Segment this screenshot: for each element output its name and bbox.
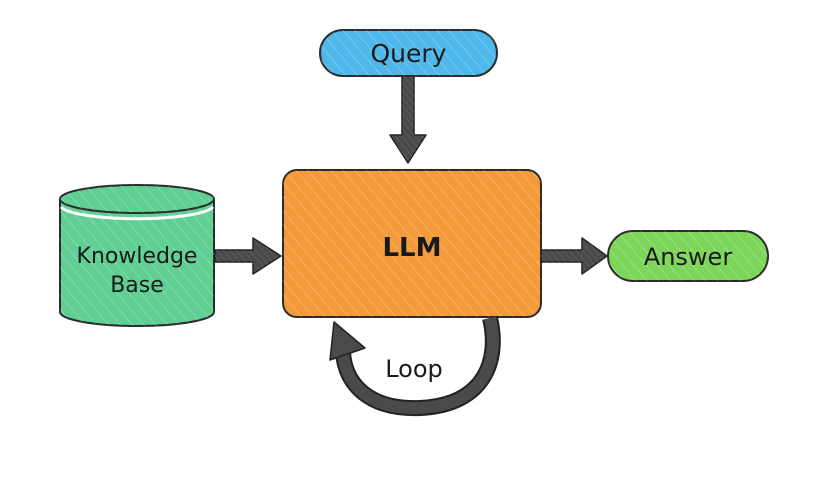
knowledge-base-node: Knowledge Base — [59, 184, 215, 327]
llm-node: LLM — [282, 169, 542, 318]
arrow-query-to-llm — [389, 75, 427, 164]
knowledge-base-label-line1: Knowledge — [77, 244, 198, 269]
knowledge-base-label-line2: Base — [110, 273, 164, 298]
query-label: Query — [371, 39, 447, 68]
loop-arrow: Loop — [329, 316, 501, 417]
arrow-kb-to-llm — [214, 237, 282, 275]
llm-label: LLM — [382, 233, 441, 263]
answer-label: Answer — [644, 243, 733, 271]
query-node: Query — [319, 29, 498, 77]
arrow-llm-to-answer — [540, 237, 608, 275]
answer-node: Answer — [607, 230, 769, 282]
loop-label: Loop — [385, 355, 443, 383]
